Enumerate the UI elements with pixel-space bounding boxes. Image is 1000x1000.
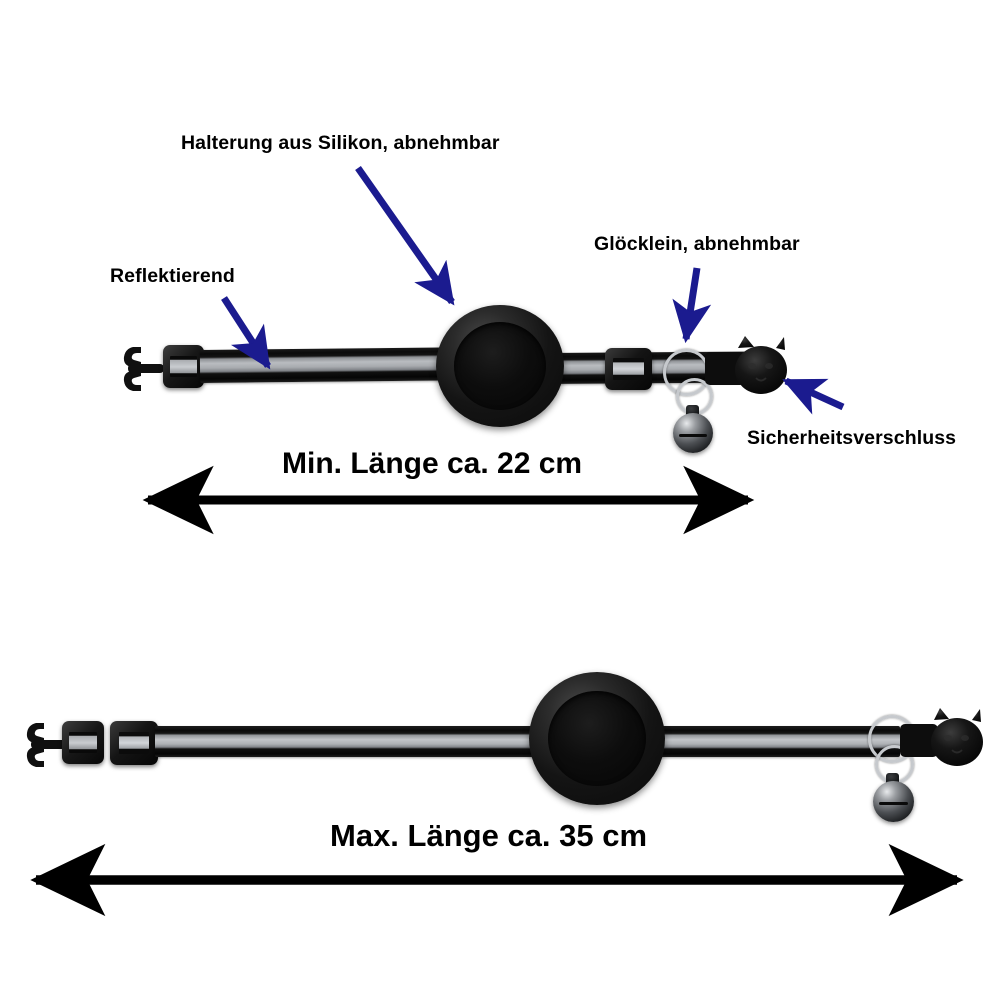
dimension-caption-min: Min. Länge ca. 22 cm bbox=[282, 447, 583, 480]
callout-label-silikon: Halterung aus Silikon, abnehmbar bbox=[181, 132, 500, 154]
silicone-holder-top bbox=[436, 305, 564, 427]
bell-slit bbox=[878, 802, 909, 806]
prong-buckle-bottom bbox=[62, 721, 104, 764]
strap-top-left bbox=[199, 347, 456, 383]
arrow-gloecklein bbox=[672, 267, 712, 344]
callout-label-reflektierend: Reflektierend bbox=[110, 265, 235, 287]
reflective-window bbox=[169, 356, 198, 377]
callout-label-gloecklein: Glöcklein, abnehmbar bbox=[594, 233, 800, 255]
slider-buckle-top bbox=[605, 348, 652, 390]
reflective-window bbox=[613, 358, 644, 380]
arrow-silikon bbox=[355, 165, 455, 306]
silicone-holder-bottom bbox=[529, 672, 665, 805]
reflective-window bbox=[68, 732, 98, 753]
strap-bottom-right bbox=[645, 726, 900, 757]
prong-buckle-top bbox=[163, 345, 204, 388]
bell-bottom bbox=[873, 781, 914, 822]
slider-buckle-bottom bbox=[110, 721, 158, 765]
bell-top bbox=[673, 413, 713, 453]
strap-bottom-left bbox=[155, 726, 545, 757]
reflective-window bbox=[118, 731, 150, 755]
callout-label-sicherheitsverschluss: Sicherheitsverschluss bbox=[747, 427, 957, 449]
strap-top-right bbox=[544, 351, 761, 384]
bell-slit bbox=[678, 433, 708, 437]
dimension-caption-max: Max. Länge ca. 35 cm bbox=[330, 818, 648, 853]
arrow-sicherheitsverschluss bbox=[782, 377, 845, 415]
